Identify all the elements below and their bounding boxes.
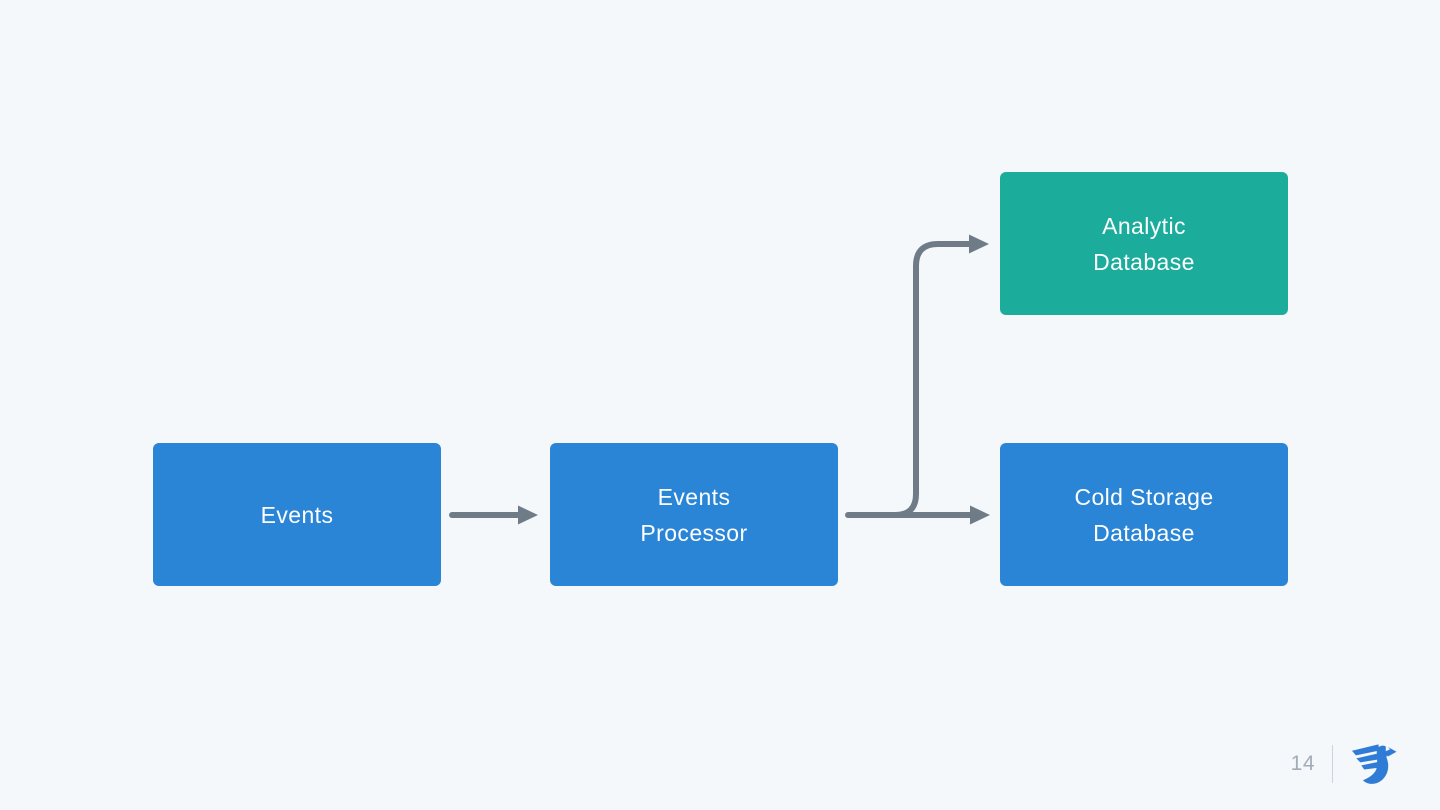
arrowhead-to-analytic (969, 234, 989, 254)
node-events: Events (153, 443, 441, 586)
node-cold-storage-database: Cold Storage Database (1000, 443, 1288, 586)
arrowhead-to-processor (518, 505, 538, 525)
node-cold-storage-label: Cold Storage (1074, 483, 1214, 510)
connector-lines (449, 241, 973, 518)
connector-arrowheads (518, 234, 990, 525)
node-events-processor: Events Processor (550, 443, 838, 586)
footer: 14 (1291, 740, 1399, 788)
page-number: 14 (1290, 752, 1315, 775)
footer-divider (1332, 745, 1333, 783)
node-cold-storage-label-line2: Database (1093, 519, 1195, 546)
node-events-processor-label: Events (657, 483, 731, 510)
node-analytic-database-label-line2: Database (1093, 248, 1195, 275)
arrow-processor-to-analytic-line (892, 241, 972, 518)
bird-logo-icon (1351, 744, 1397, 784)
node-events-processor-label-line2: Processor (640, 519, 748, 546)
node-analytic-database: Analytic Database (1000, 172, 1288, 315)
node-events-label: Events (260, 501, 334, 528)
arrowhead-to-cold-storage (970, 505, 990, 525)
node-analytic-database-label: Analytic (1102, 212, 1186, 239)
